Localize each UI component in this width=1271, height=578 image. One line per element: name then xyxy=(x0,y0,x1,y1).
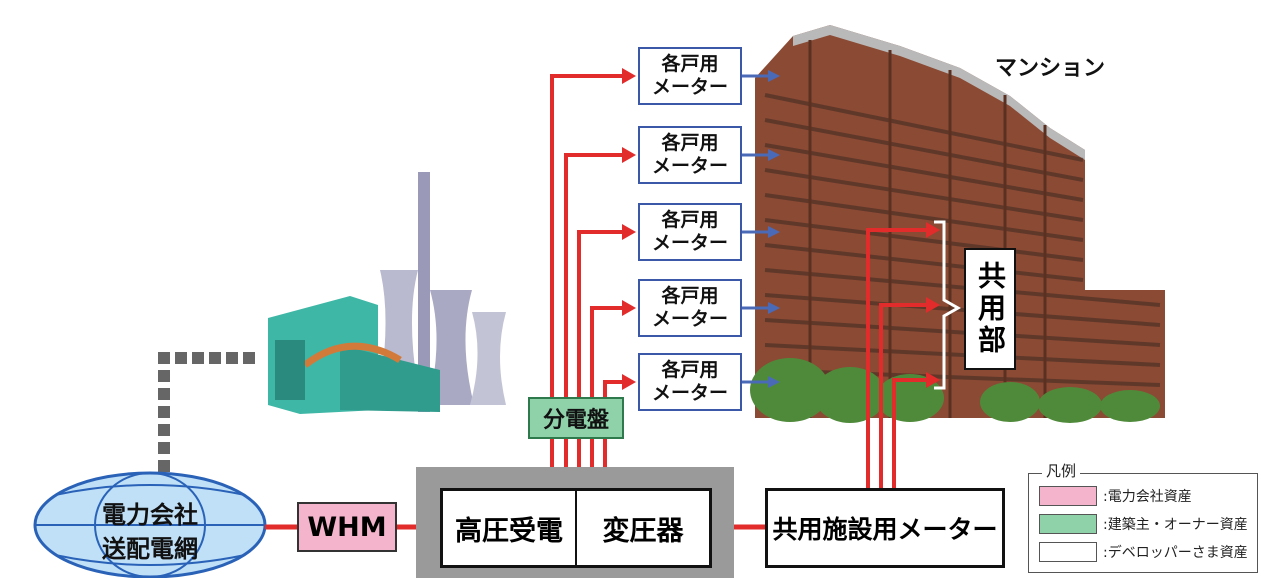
legend-swatch-pink xyxy=(1039,486,1097,506)
legend-item-label: :建築主・オーナー資産 xyxy=(1103,517,1248,533)
common-area-label: 共用部 xyxy=(964,248,1016,370)
unit-meter-3: 各戸用 メーター xyxy=(638,203,742,261)
unit-meter-line1: 各戸用 xyxy=(661,359,719,381)
legend-swatch-white xyxy=(1039,542,1097,562)
unit-meter-line1: 各戸用 xyxy=(661,53,719,75)
mansion-label: マンション xyxy=(995,56,1106,81)
unit-meter-2: 各戸用 メーター xyxy=(638,126,742,184)
legend-item-developer: :デベロッパーさま資産 xyxy=(1039,542,1248,562)
unit-meter-line2: メーター xyxy=(651,155,728,177)
high-voltage-receiving-label: 高圧受電 xyxy=(443,491,577,565)
unit-meter-line2: メーター xyxy=(651,232,728,254)
common-feeder-arrowheads xyxy=(926,222,940,388)
unit-meter-line1: 各戸用 xyxy=(661,209,719,231)
legend-item-owner: :建築主・オーナー資産 xyxy=(1039,514,1248,534)
distribution-board: 分電盤 xyxy=(528,397,624,439)
unit-meter-4: 各戸用 メーター xyxy=(638,279,742,337)
power-plant-image xyxy=(268,172,506,414)
grid-label-line1: 電力会社 xyxy=(102,501,198,529)
unit-feeder-arrowheads xyxy=(622,68,636,390)
transformer-label: 変圧器 xyxy=(602,515,684,547)
watt-hour-meter: WHM xyxy=(297,502,397,552)
common-feeder-lines xyxy=(866,228,926,488)
unit-meter-line2: メーター xyxy=(651,76,728,98)
unit-meter-line1: 各戸用 xyxy=(661,132,719,154)
legend-box: :電力会社資産 :建築主・オーナー資産 :デベロッパーさま資産 xyxy=(1028,473,1258,573)
legend-item-label: :電力会社資産 xyxy=(1103,489,1192,505)
grid-label-line2: 送配電網 xyxy=(102,535,198,563)
legend-title: 凡例 xyxy=(1042,460,1081,481)
mansion-building-image xyxy=(750,25,1165,423)
unit-meter-line1: 各戸用 xyxy=(661,285,719,307)
unit-meter-line2: メーター xyxy=(651,308,728,330)
unit-meter-line2: メーター xyxy=(651,382,728,404)
legend-item-power-company: :電力会社資産 xyxy=(1039,486,1192,506)
common-facility-meter: 共用施設用メーター xyxy=(765,488,1005,568)
substation-box: 高圧受電 変圧器 xyxy=(440,488,712,568)
unit-meter-1: 各戸用 メーター xyxy=(638,47,742,105)
meter-to-unit-arrows xyxy=(742,74,770,384)
legend-swatch-green xyxy=(1039,514,1097,534)
legend-item-label: :デベロッパーさま資産 xyxy=(1103,545,1248,561)
grid-network-label: 電力会社 送配電網 xyxy=(60,498,240,566)
common-area-bracket xyxy=(934,220,962,390)
unit-meter-5: 各戸用 メーター xyxy=(638,353,742,411)
grid-connection-dotted-line xyxy=(158,352,255,472)
